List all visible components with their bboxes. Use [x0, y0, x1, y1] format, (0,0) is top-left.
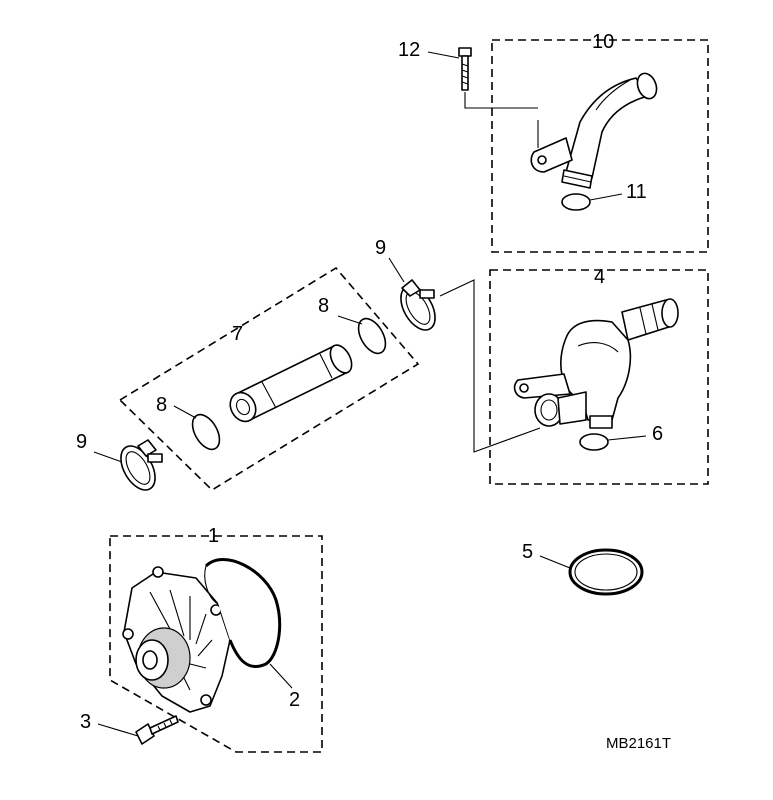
leader-pipe-o-ring-upper [337, 315, 363, 325]
coolant-pipe-group-box [118, 266, 420, 492]
outlet-elbow [530, 72, 658, 189]
callout-water-pump: 1 [208, 525, 219, 547]
leader-elbow-o-ring [589, 193, 623, 201]
leader-pump-gasket [269, 663, 293, 689]
callout-thermostat-o-ring: 6 [652, 423, 663, 445]
outlet-elbow-group-box [491, 39, 709, 253]
leader-hose-clip-lower [93, 451, 123, 463]
leader-bolt-to-elbow [464, 92, 538, 109]
leader-elbow-bolt [427, 51, 460, 59]
hose-clip-upper-group: 9 [375, 237, 436, 331]
outlet-elbow-group: 10 12 11 [398, 31, 709, 253]
leader-housing-gasket [539, 555, 571, 569]
elbow-bolt [458, 47, 472, 91]
diagram-code: MB2161T [606, 735, 671, 752]
pump-gasket [204, 558, 282, 668]
pump-bolt [135, 715, 179, 745]
water-pump-group: 1 2 3 [80, 525, 323, 753]
hose-clip-upper [400, 279, 436, 331]
hose-clip-lower [120, 439, 163, 491]
callout-outlet-elbow: 10 [592, 31, 614, 53]
leader-pump-bolt [97, 723, 139, 737]
thermostat-o-ring [579, 433, 609, 451]
housing-gasket-group: 5 [522, 541, 644, 596]
leader-housing-link [439, 279, 541, 453]
thermostat-housing-group: 4 6 [439, 266, 709, 485]
callout-thermostat-housing: 4 [594, 266, 605, 288]
elbow-o-ring [561, 193, 591, 211]
callout-elbow-bolt: 12 [398, 39, 420, 61]
callout-housing-gasket: 5 [522, 541, 533, 563]
leader-hose-clip-upper [388, 257, 405, 283]
coolant-pipe [229, 344, 353, 423]
thermostat-housing [513, 298, 679, 429]
water-pump-group-box [109, 535, 323, 753]
leader-pipe-o-ring-lower [173, 405, 197, 419]
callout-elbow-o-ring: 11 [626, 181, 647, 203]
leader-thermostat-o-ring [607, 435, 647, 441]
callout-pipe-o-ring-lower: 8 [156, 394, 167, 416]
coolant-pipe-group: 7 8 8 [118, 266, 420, 492]
thermostat-housing-group-box [489, 269, 709, 485]
callout-coolant-pipe: 7 [232, 323, 243, 345]
callout-hose-clip-lower: 9 [76, 431, 87, 453]
pipe-o-ring-lower [191, 413, 221, 451]
callout-hose-clip-upper: 9 [375, 237, 386, 259]
callout-pump-gasket: 2 [289, 689, 300, 711]
housing-gasket [568, 548, 644, 596]
callout-pipe-o-ring-upper: 8 [318, 295, 329, 317]
pipe-o-ring-upper [357, 317, 387, 355]
water-pump [122, 566, 231, 713]
hose-clip-lower-group: 9 [76, 431, 163, 491]
callout-pump-bolt: 3 [80, 711, 91, 733]
